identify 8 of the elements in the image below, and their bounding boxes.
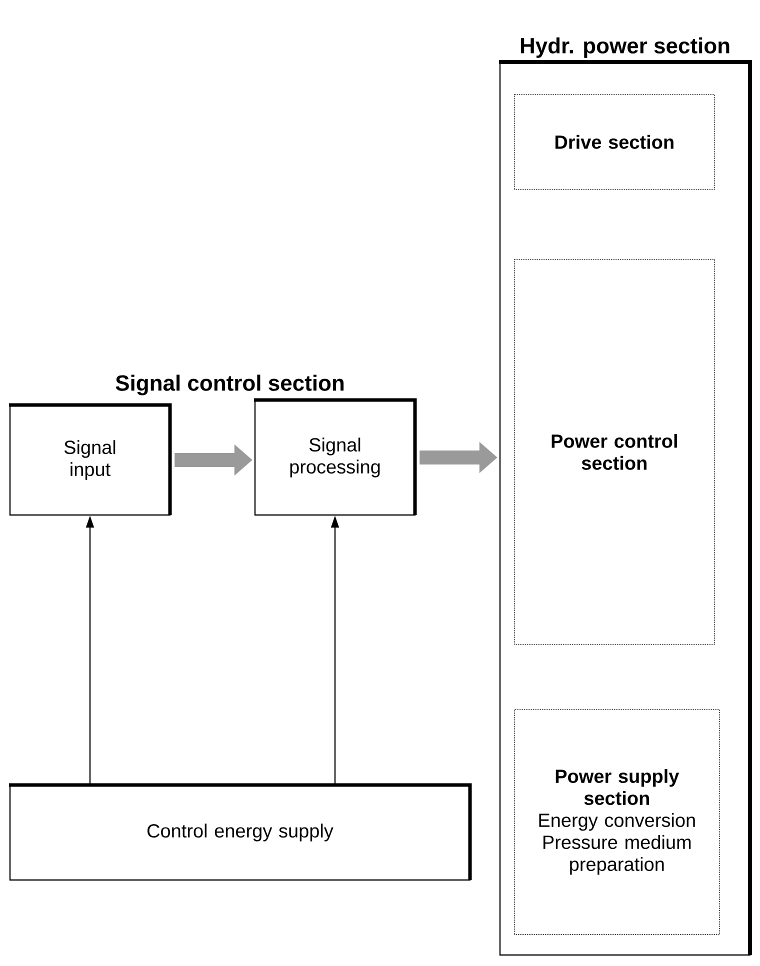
section-box: Power supply section Energy conversion Pressure medium preparation: [514, 709, 720, 935]
section-box: Power control section: [514, 259, 715, 645]
section-heading: Signal control section: [116, 374, 344, 396]
section-box: Drive section: [514, 94, 715, 190]
process-box: Signal processing: [254, 398, 417, 516]
process-box: Signal input: [9, 403, 172, 516]
process-box: Control energy supply: [9, 783, 472, 881]
node-label: Hydr. power section: [520, 37, 730, 58]
